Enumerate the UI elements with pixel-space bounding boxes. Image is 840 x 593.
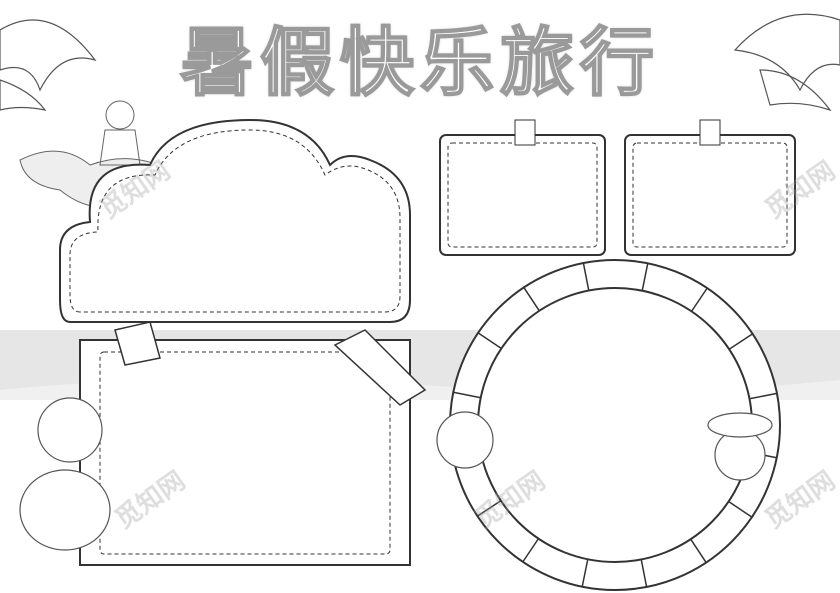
page-title: 暑假快乐旅行 bbox=[179, 19, 660, 107]
characters bbox=[19, 397, 773, 551]
circle-frame bbox=[449, 259, 781, 591]
ring-segment-divider bbox=[728, 500, 753, 518]
ring-segment-divider bbox=[582, 262, 590, 291]
ring-segment-divider bbox=[581, 559, 589, 587]
ring-segment-divider bbox=[477, 332, 502, 350]
ring-segment-divider bbox=[523, 287, 540, 312]
ring-segment-divider bbox=[522, 538, 540, 563]
ring-segment-divider bbox=[453, 391, 481, 399]
ring-segment-divider bbox=[728, 333, 753, 350]
ring-segment-divider bbox=[690, 287, 708, 312]
palm-leaves-right bbox=[733, 13, 840, 112]
rectangle-frame bbox=[79, 321, 427, 566]
small-board-left bbox=[439, 119, 606, 256]
ring-segment-divider bbox=[641, 263, 649, 291]
cloud-frame bbox=[59, 118, 411, 323]
ring-segment-divider bbox=[690, 538, 707, 563]
palm-leaves-left bbox=[0, 19, 97, 111]
ring-segment-divider bbox=[640, 559, 648, 588]
ring-segment-divider bbox=[749, 392, 778, 400]
ring-segment-divider bbox=[477, 500, 502, 517]
small-board-right bbox=[624, 119, 796, 256]
